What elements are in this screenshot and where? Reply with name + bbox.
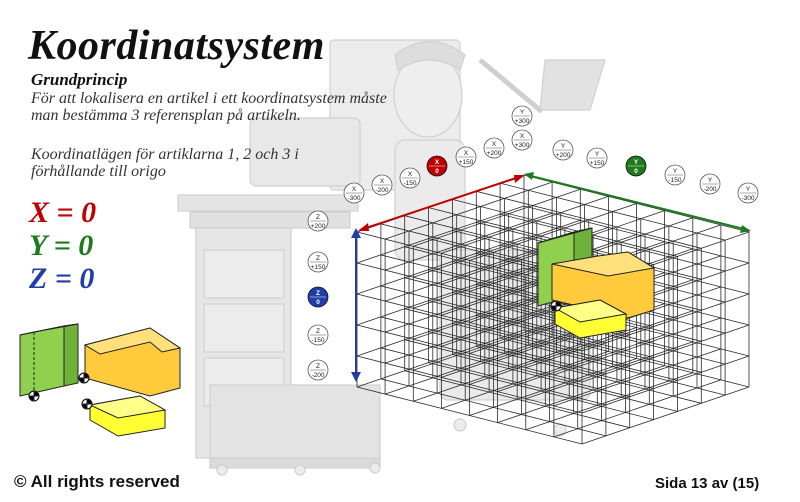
z-arrowhead-top: [351, 228, 361, 238]
svg-text:-200: -200: [375, 187, 388, 194]
svg-text:X: X: [408, 171, 413, 178]
svg-text:Y: Y: [520, 109, 525, 116]
svg-text:X: X: [380, 178, 385, 185]
x-marker-plus200: X +200: [483, 137, 505, 159]
x-marker-plus150: X +150: [455, 146, 477, 168]
svg-text:+200: +200: [556, 152, 571, 159]
exploded-green-front: [19, 325, 65, 397]
grid-parts: [537, 227, 656, 339]
y-marker-plus300: Y +300: [511, 105, 533, 127]
svg-text:X: X: [435, 159, 440, 166]
axis-arrows: [351, 172, 751, 382]
z-marker-plus150: Z +150: [307, 251, 329, 273]
x-marker-minus300: X -300: [343, 182, 365, 204]
z-equation: Z = 0: [29, 262, 95, 295]
svg-text:-200: -200: [311, 372, 324, 379]
svg-text:+200: +200: [311, 223, 326, 230]
x-equation: X = 0: [29, 196, 97, 229]
x-arrowhead-right: [514, 175, 525, 183]
x-marker-plus300: X +300: [511, 129, 533, 151]
y-arrowhead-left: [524, 172, 534, 180]
svg-text:0: 0: [316, 299, 320, 306]
green-part-top: [537, 227, 593, 244]
svg-text:Z: Z: [316, 214, 320, 221]
x-marker-minus150: X -150: [399, 167, 421, 189]
exploded-green-side: [63, 323, 79, 387]
y-marker-0: Y0: [625, 155, 647, 177]
svg-text:-150: -150: [403, 180, 416, 187]
svg-text:Z: Z: [316, 328, 320, 335]
copyright-notice: © All rights reserved: [14, 472, 180, 491]
y-marker-minus200: Y -200: [699, 173, 721, 195]
z-arrowhead-bottom: [351, 372, 361, 382]
y-axis-arrow: [526, 174, 749, 231]
exploded-origin-markers: [28, 372, 93, 410]
y-marker-minus150: Y -150: [664, 164, 686, 186]
svg-text:-300: -300: [741, 195, 754, 202]
svg-text:X: X: [352, 186, 357, 193]
page-title: Koordinatsystem: [28, 23, 325, 69]
svg-text:-150: -150: [668, 177, 681, 184]
x-marker-minus200: X -200: [371, 174, 393, 196]
svg-text:Y: Y: [595, 151, 600, 158]
svg-text:+150: +150: [459, 159, 474, 166]
svg-text:+150: +150: [311, 264, 326, 271]
z-marker-plus200: Z +200: [307, 210, 329, 232]
x-marker-0: X0: [426, 155, 448, 177]
svg-text:-300: -300: [347, 195, 360, 202]
orange-part-top: [551, 251, 656, 277]
svg-text:Z: Z: [316, 255, 320, 262]
x-axis-arrow: [359, 175, 523, 231]
svg-text:X: X: [520, 133, 525, 140]
svg-text:0: 0: [435, 168, 439, 175]
z-marker-minus200: Z -200: [307, 359, 329, 381]
svg-text:+300: +300: [515, 118, 530, 125]
svg-text:-150: -150: [311, 337, 324, 344]
yellow-part-top: [553, 299, 628, 323]
svg-text:-200: -200: [703, 186, 716, 193]
y-marker-plus200: Y +200: [552, 139, 574, 161]
z-marker-0: Z0: [307, 286, 329, 308]
svg-text:+300: +300: [515, 142, 530, 149]
z-marker-minus150: Z -150: [307, 324, 329, 346]
svg-text:Z: Z: [316, 363, 320, 370]
svg-text:Y: Y: [708, 177, 713, 184]
y-marker-minus300: Y -300: [737, 182, 759, 204]
svg-text:X: X: [464, 150, 469, 157]
axis-markers: X-300X-200X-150X0X+150X+200X+300Y+300Y+2…: [307, 105, 759, 381]
y-arrowhead-right: [740, 225, 751, 233]
svg-text:Z: Z: [316, 290, 320, 297]
x-arrowhead-left: [358, 223, 369, 231]
svg-text:+150: +150: [590, 160, 605, 167]
exploded-parts: [19, 323, 182, 437]
intro-paragraph: För att lokalisera en artikel i ett koor…: [31, 90, 387, 124]
svg-text:+200: +200: [487, 150, 502, 157]
y-marker-plus150: Y +150: [586, 147, 608, 169]
svg-text:Y: Y: [746, 186, 751, 193]
svg-text:0: 0: [634, 168, 638, 175]
svg-text:Y: Y: [634, 159, 639, 166]
svg-text:X: X: [492, 141, 497, 148]
y-equation: Y = 0: [29, 229, 94, 262]
svg-text:Y: Y: [561, 143, 566, 150]
coordinate-paragraph: Koordinatlägen för artiklarna 1, 2 och 3…: [31, 146, 299, 180]
svg-text:Y: Y: [673, 168, 678, 175]
page-number: Sida 13 av (15): [655, 475, 760, 492]
exploded-green-top: [19, 323, 79, 336]
page-subtitle: Grundprincip: [31, 70, 128, 89]
